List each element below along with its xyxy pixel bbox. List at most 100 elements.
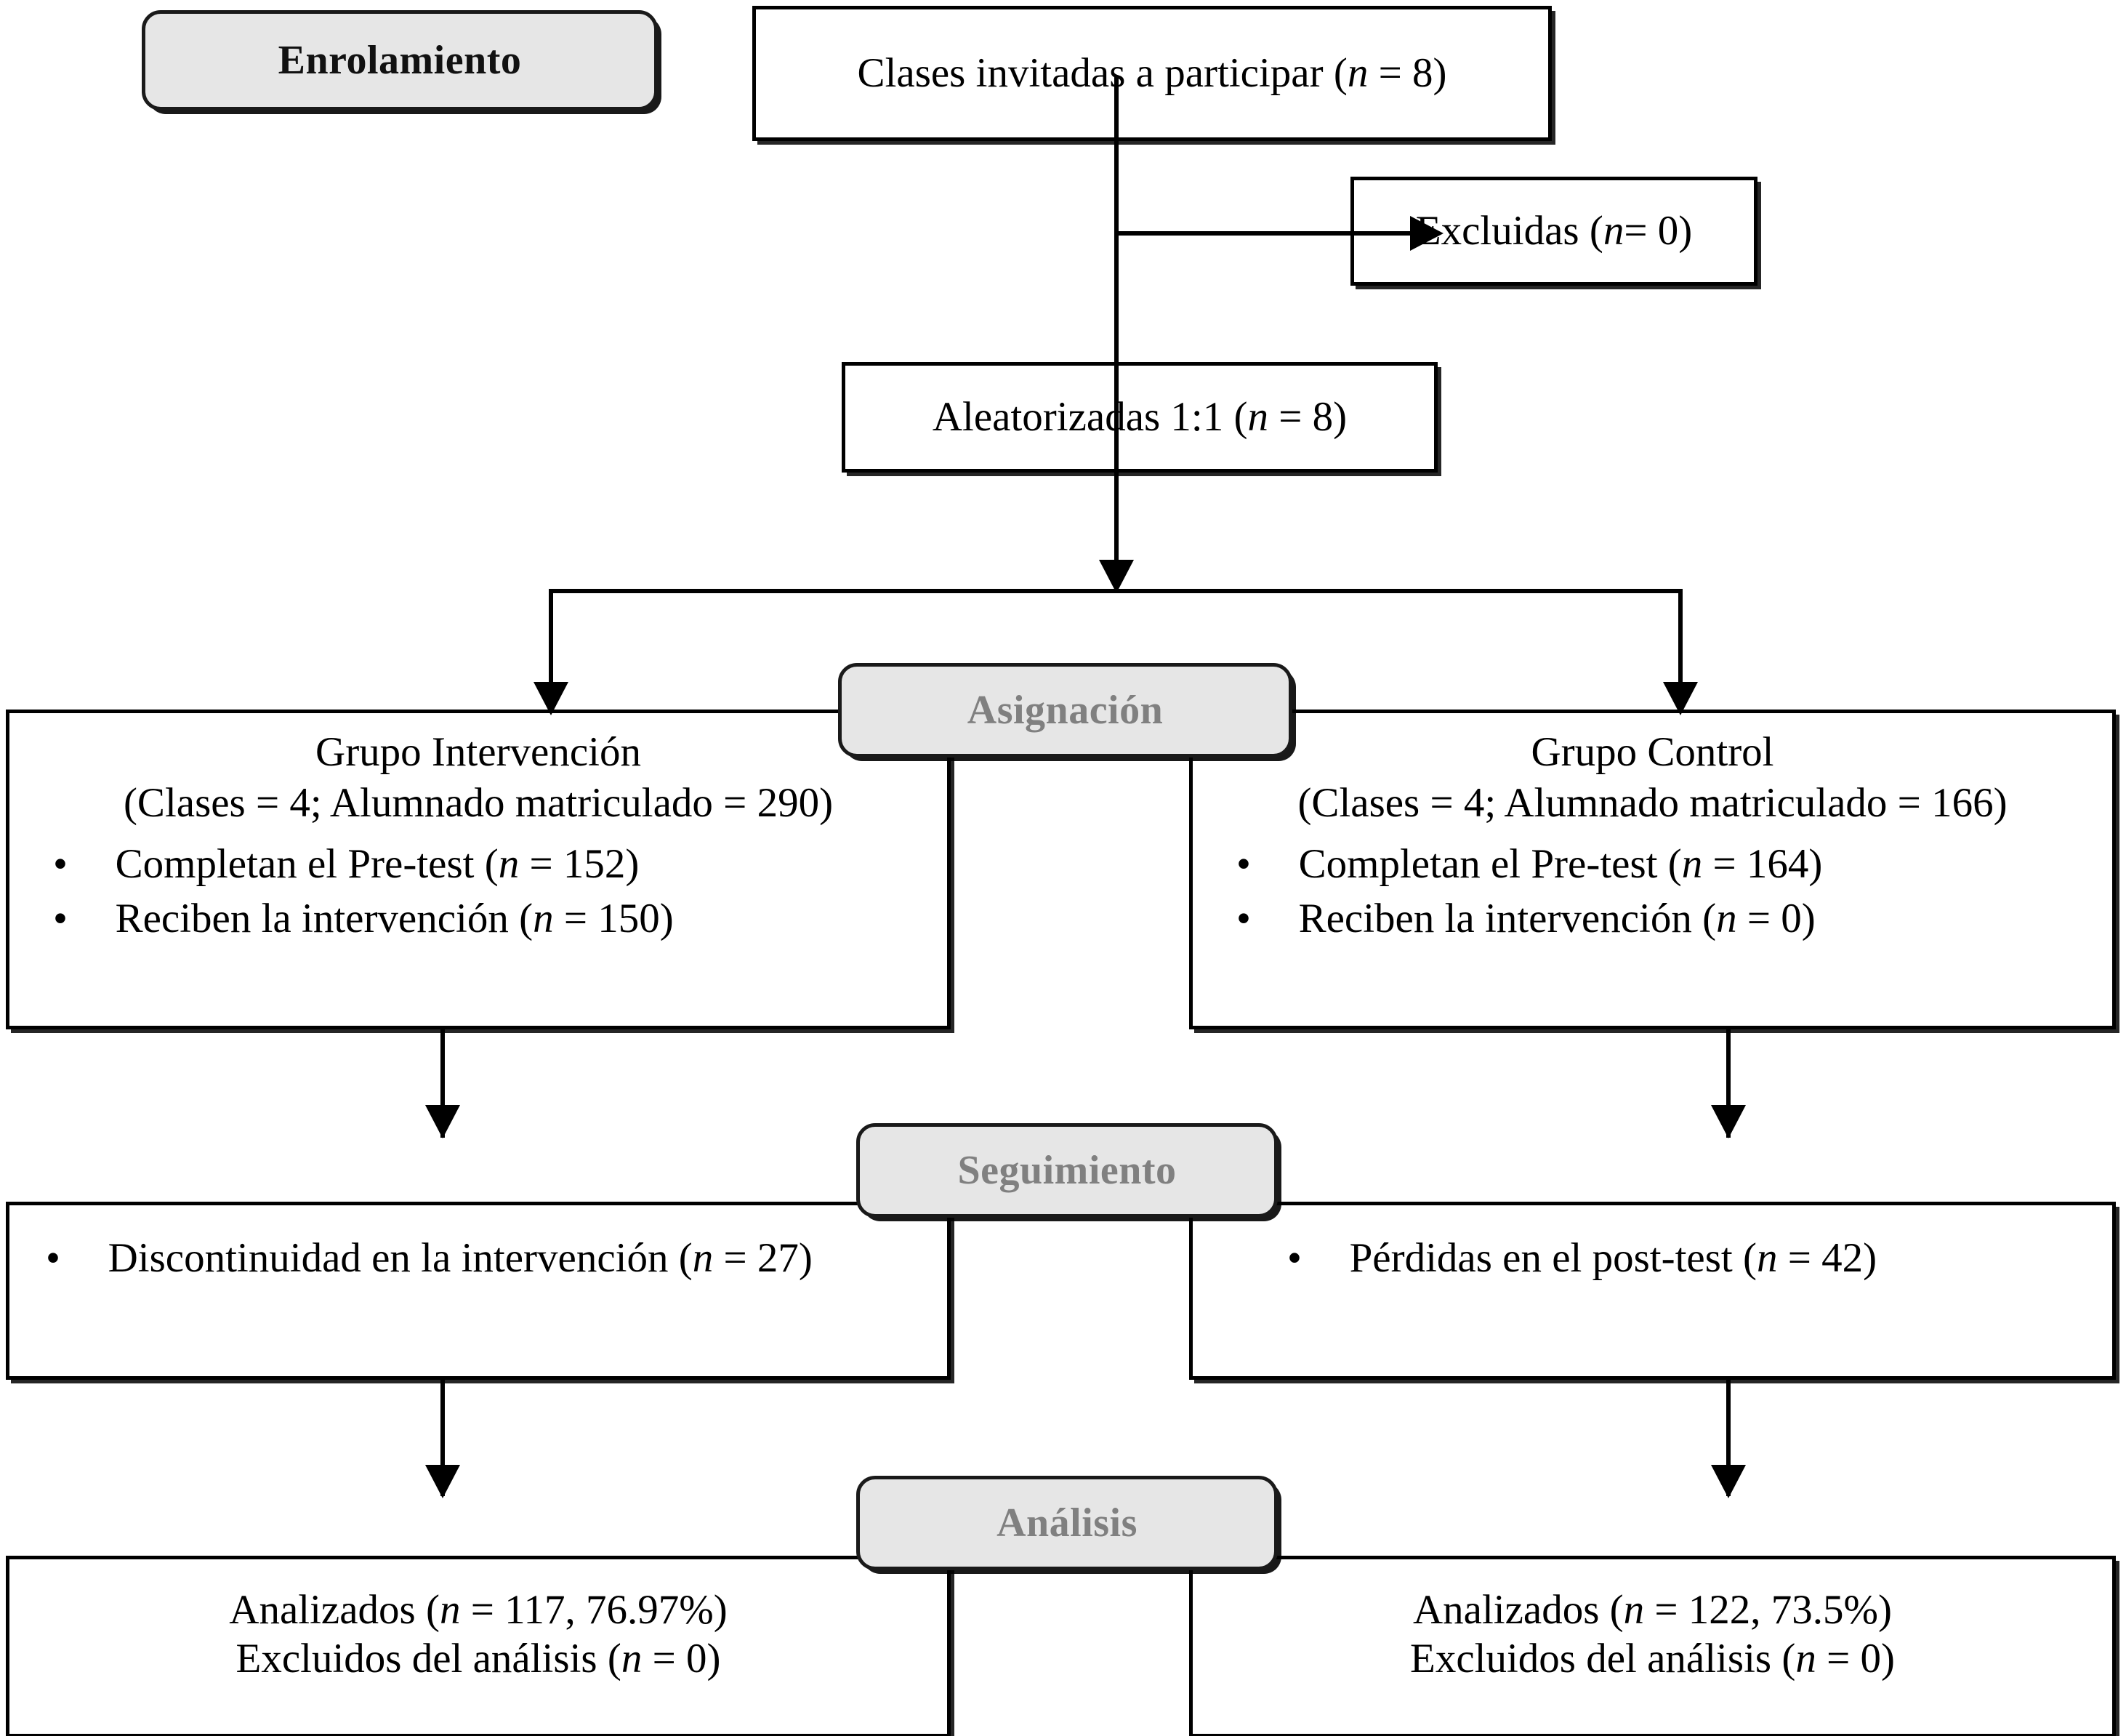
excluded-text-n: n	[1603, 208, 1624, 254]
arrowhead-intervention-followup	[425, 1105, 460, 1138]
invited-text-after: = 8)	[1368, 50, 1447, 97]
node-classes-invited: Clases invitadas a participar (n = 8)	[752, 6, 1552, 141]
followup-intervention-bullets: • Discontinuidad en la intervención (n =…	[9, 1231, 947, 1285]
intervention-group-subtitle: (Clases = 4; Alumnado matriculado = 290)	[123, 780, 834, 827]
connector-invited-trunk	[1114, 76, 1119, 584]
invited-text-before: Clases invitadas a participar (	[857, 50, 1348, 97]
arrowhead-to-excluded	[1410, 216, 1443, 251]
intervention-group-title: Grupo Intervención	[315, 729, 641, 775]
node-excluded-text: Excluidas (n= 0)	[1354, 206, 1754, 255]
connector-split-right-drop	[1678, 589, 1683, 712]
excluded-text-after: = 0)	[1624, 208, 1693, 254]
bullet-text-before: Reciben la intervención (	[115, 895, 533, 941]
analysis-text-after: = 0)	[1816, 1636, 1895, 1682]
analysis-intervention-line-2: Excluidos del análisis (n = 0)	[9, 1634, 947, 1683]
analysis-text-n: n	[621, 1636, 643, 1682]
node-randomized-text: Aleatorizadas 1:1 (n = 8)	[845, 393, 1434, 441]
bullet-text-n: n	[533, 895, 554, 941]
bullet-text-before: Completan el Pre-test (	[115, 840, 499, 887]
node-excluded: Excluidas (n= 0)	[1350, 177, 1757, 286]
bullet-text-n: n	[1756, 1235, 1778, 1281]
node-followup-intervention: • Discontinuidad en la intervención (n =…	[6, 1202, 951, 1380]
analysis-text-n: n	[1795, 1636, 1816, 1682]
arrowhead-randomized-down	[1099, 560, 1134, 593]
followup-control-bullets: • Pérdidas en el post-test (n = 42)	[1193, 1231, 2112, 1285]
node-classes-invited-text: Clases invitadas a participar (n = 8)	[756, 49, 1548, 97]
bullet-icon: •	[46, 1235, 60, 1281]
control-group-subtitle: (Clases = 4; Alumnado matriculado = 166)	[1297, 780, 2008, 827]
bullet-text-after: = 42)	[1777, 1235, 1877, 1281]
bullet-text-before: Reciben la intervención (	[1298, 895, 1717, 941]
analysis-intervention-inner: Analizados (n = 117, 76.97%) Excluidos d…	[9, 1559, 947, 1684]
analysis-text-after: = 122, 73.5%)	[1644, 1587, 1892, 1633]
stage-asignacion-label: Asignación	[967, 688, 1164, 733]
arrowhead-analysis-left	[425, 1465, 460, 1498]
analysis-control-inner: Analizados (n = 122, 73.5%) Excluidos de…	[1193, 1559, 2112, 1684]
bullet-text-n: n	[1681, 840, 1703, 887]
randomized-text-n: n	[1247, 394, 1269, 441]
stage-analisis: Análisis	[856, 1476, 1278, 1570]
list-item: • Pérdidas en el post-test (n = 42)	[1287, 1231, 2112, 1285]
stage-enrolamiento-label: Enrolamiento	[278, 38, 522, 83]
intervention-group-bullets: • Completan el Pre-test (n = 152) • Reci…	[9, 837, 947, 946]
bullet-text-before: Completan el Pre-test (	[1298, 840, 1682, 887]
list-item: • Completan el Pre-test (n = 164)	[1236, 837, 2112, 891]
control-group-bullets: • Completan el Pre-test (n = 164) • Reci…	[1193, 837, 2112, 946]
intervention-group-inner: Grupo Intervención (Clases = 4; Alumnado…	[9, 713, 947, 946]
bullet-icon: •	[1236, 895, 1251, 941]
connector-split-left-drop	[549, 589, 553, 712]
node-control-group: Grupo Control (Clases = 4; Alumnado matr…	[1189, 710, 2116, 1029]
node-analysis-control: Analizados (n = 122, 73.5%) Excluidos de…	[1189, 1556, 2116, 1736]
list-item: • Reciben la intervención (n = 0)	[1236, 891, 2112, 946]
analysis-control-line-1: Analizados (n = 122, 73.5%)	[1193, 1586, 2112, 1634]
stage-seguimiento-label: Seguimiento	[957, 1148, 1177, 1193]
bullet-icon: •	[53, 840, 68, 887]
bullet-text-after: = 152)	[519, 840, 640, 887]
analysis-text-after: = 117, 76.97%)	[460, 1587, 728, 1633]
control-group-title: Grupo Control	[1531, 729, 1774, 775]
bullet-text-before: Discontinuidad en la intervención (	[108, 1235, 693, 1281]
node-intervention-group: Grupo Intervención (Clases = 4; Alumnado…	[6, 710, 951, 1029]
analysis-text-before: Analizados (	[229, 1587, 440, 1633]
invited-text-n: n	[1347, 50, 1369, 97]
stage-seguimiento: Seguimiento	[856, 1123, 1278, 1218]
randomized-text-after: = 8)	[1268, 394, 1348, 441]
analysis-text-n: n	[439, 1587, 461, 1633]
node-followup-control: • Pérdidas en el post-test (n = 42)	[1189, 1202, 2116, 1380]
stage-enrolamiento: Enrolamiento	[142, 10, 658, 110]
node-analysis-intervention: Analizados (n = 117, 76.97%) Excluidos d…	[6, 1556, 951, 1736]
connector-randomized-down	[1114, 473, 1119, 589]
list-item: • Reciben la intervención (n = 150)	[53, 891, 947, 946]
connector-intervention-to-followup	[440, 1029, 445, 1138]
analysis-intervention-line-1: Analizados (n = 117, 76.97%)	[9, 1586, 947, 1634]
bullet-text-n: n	[498, 840, 520, 887]
stage-asignacion: Asignación	[838, 663, 1292, 758]
connector-to-excluded	[1114, 231, 1420, 236]
arrowhead-split-left	[533, 682, 568, 715]
list-item: • Completan el Pre-test (n = 152)	[53, 837, 947, 891]
bullet-text-n: n	[1716, 895, 1737, 941]
bullet-text-after: = 150)	[553, 895, 674, 941]
bullet-icon: •	[53, 895, 68, 941]
control-group-inner: Grupo Control (Clases = 4; Alumnado matr…	[1193, 713, 2112, 946]
analysis-control-line-2: Excluidos del análisis (n = 0)	[1193, 1634, 2112, 1683]
bullet-text-n: n	[692, 1235, 714, 1281]
connector-control-to-followup	[1726, 1029, 1731, 1138]
bullet-icon: •	[1287, 1235, 1302, 1281]
analysis-text-n: n	[1623, 1587, 1645, 1633]
bullet-text-after: = 0)	[1736, 895, 1816, 941]
arrowhead-split-right	[1663, 682, 1698, 715]
bullet-text-before: Pérdidas en el post-test (	[1349, 1235, 1757, 1281]
analysis-text-before: Excluidos del análisis (	[1410, 1636, 1796, 1682]
stage-analisis-label: Análisis	[996, 1500, 1138, 1546]
arrowhead-analysis-right	[1711, 1465, 1746, 1498]
bullet-text-after: = 27)	[713, 1235, 813, 1281]
connector-followup-to-analysis-left	[440, 1380, 445, 1496]
arrowhead-control-followup	[1711, 1105, 1746, 1138]
connector-followup-to-analysis-right	[1726, 1380, 1731, 1496]
analysis-text-before: Excluidos del análisis (	[235, 1636, 621, 1682]
node-randomized: Aleatorizadas 1:1 (n = 8)	[842, 362, 1438, 473]
bullet-icon: •	[1236, 840, 1251, 887]
analysis-text-before: Analizados (	[1412, 1587, 1624, 1633]
